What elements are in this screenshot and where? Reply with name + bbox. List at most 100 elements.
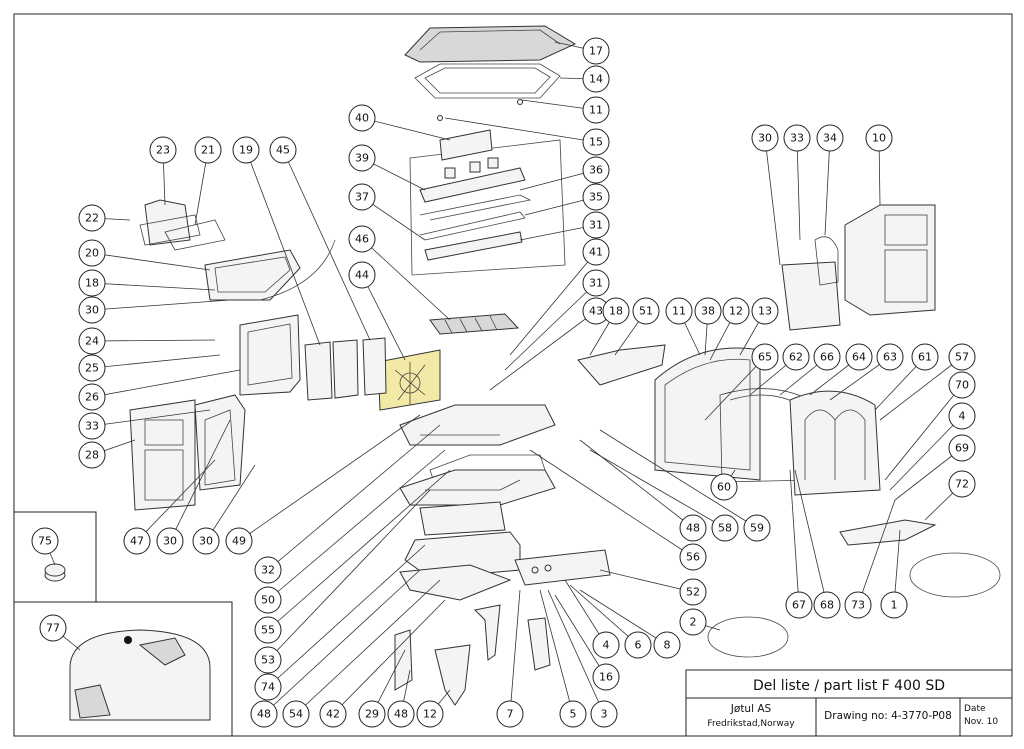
callout-4: 4: [948, 402, 976, 430]
callout-30: 30: [156, 527, 184, 555]
callout-number: 64: [852, 351, 866, 364]
callout-48: 48: [679, 514, 707, 542]
callout-75: 75: [31, 527, 59, 555]
leader-line-65: [704, 356, 766, 421]
leader-line-54: [295, 579, 441, 715]
callout-30: 30: [78, 296, 106, 324]
company-name: Jøtul AS: [730, 703, 772, 715]
callout-62: 62: [782, 343, 810, 371]
callout-number: 12: [423, 708, 437, 721]
leader-line-20: [91, 252, 211, 271]
callout-33: 33: [783, 124, 811, 152]
callout-66: 66: [813, 343, 841, 371]
leader-line-50: [267, 449, 446, 601]
callout-number: 58: [718, 522, 732, 535]
leader-line-30: [205, 464, 256, 542]
callout-number: 69: [955, 442, 969, 455]
callout-number: 63: [883, 351, 897, 364]
callout-number: 16: [599, 671, 613, 684]
leader-line-47: [136, 459, 216, 542]
callout-number: 36: [589, 164, 603, 177]
callout-number: 37: [355, 191, 369, 204]
callout-34: 34: [816, 124, 844, 152]
leader-line-59: [599, 429, 758, 529]
callout-20: 20: [78, 239, 106, 267]
callout-number: 50: [261, 594, 275, 607]
leader-line-56: [529, 449, 694, 558]
callout-number: 21: [201, 144, 215, 157]
callout-42: 42: [319, 700, 347, 728]
callout-number: 44: [355, 269, 369, 282]
callout-1: 1: [880, 591, 908, 619]
callout-number: 60: [717, 481, 731, 494]
leader-line-32: [267, 424, 441, 571]
callout-36: 36: [582, 156, 610, 184]
callout-77: 77: [39, 614, 67, 642]
callout-33: 33: [78, 412, 106, 440]
leader-line-40: [361, 117, 451, 141]
callout-number: 30: [758, 132, 772, 145]
callout-number: 32: [261, 564, 275, 577]
callout-number: 57: [955, 351, 969, 364]
callout-14: 14: [582, 65, 610, 93]
callout-number: 26: [85, 391, 99, 404]
callout-31: 31: [582, 211, 610, 239]
callout-number: 66: [820, 351, 834, 364]
callout-60: 60: [710, 473, 738, 501]
callout-69: 69: [948, 434, 976, 462]
callout-number: 48: [257, 708, 271, 721]
leader-line-6: [569, 584, 639, 646]
callout-number: 73: [851, 599, 865, 612]
callout-number: 40: [355, 112, 369, 125]
leader-line-3: [547, 589, 605, 715]
callout-number: 30: [163, 535, 177, 548]
callout-12: 12: [722, 297, 750, 325]
callout-32: 32: [254, 556, 282, 584]
callout-16: 16: [592, 663, 620, 691]
callout-57: 57: [948, 343, 976, 371]
callout-number: 33: [790, 132, 804, 145]
leader-line-45: [282, 149, 371, 341]
callout-number: 43: [589, 305, 603, 318]
leader-line-15: [444, 117, 597, 143]
callout-number: 15: [589, 136, 603, 149]
callout-56: 56: [679, 543, 707, 571]
inset-75: [14, 511, 97, 602]
callout-74: 74: [254, 673, 282, 701]
callout-number: 52: [686, 586, 700, 599]
callout-number: 20: [85, 247, 99, 260]
callout-47: 47: [123, 527, 151, 555]
callout-5: 5: [559, 700, 587, 728]
callout-number: 41: [589, 246, 603, 259]
callout-65: 65: [751, 343, 779, 371]
leader-lines: [44, 41, 963, 715]
callout-13: 13: [751, 297, 779, 325]
leader-line-58: [589, 449, 726, 529]
callout-number: 25: [85, 362, 99, 375]
callout-number: 17: [589, 45, 603, 58]
leader-line-16: [554, 594, 607, 678]
callout-number: 72: [955, 478, 969, 491]
callout-26: 26: [78, 383, 106, 411]
callout-43: 43: [582, 297, 610, 325]
callout-35: 35: [582, 183, 610, 211]
callout-number: 23: [156, 144, 170, 157]
leader-line-69: [894, 447, 963, 501]
callout-number: 49: [232, 535, 246, 548]
callout-39: 39: [348, 144, 376, 172]
callout-number: 13: [758, 305, 772, 318]
callout-number: 48: [394, 708, 408, 721]
callout-31: 31: [582, 269, 610, 297]
callout-59: 59: [743, 514, 771, 542]
callout-number: 24: [85, 335, 99, 348]
callout-number: 28: [85, 449, 99, 462]
inset-77: [14, 601, 233, 736]
callout-6: 6: [624, 631, 652, 659]
leader-line-34: [824, 137, 831, 236]
callout-number: 45: [276, 144, 290, 157]
callout-number: 10: [872, 132, 886, 145]
leader-line-24: [91, 339, 216, 342]
callout-number: 62: [789, 351, 803, 364]
callout-7: 7: [496, 700, 524, 728]
